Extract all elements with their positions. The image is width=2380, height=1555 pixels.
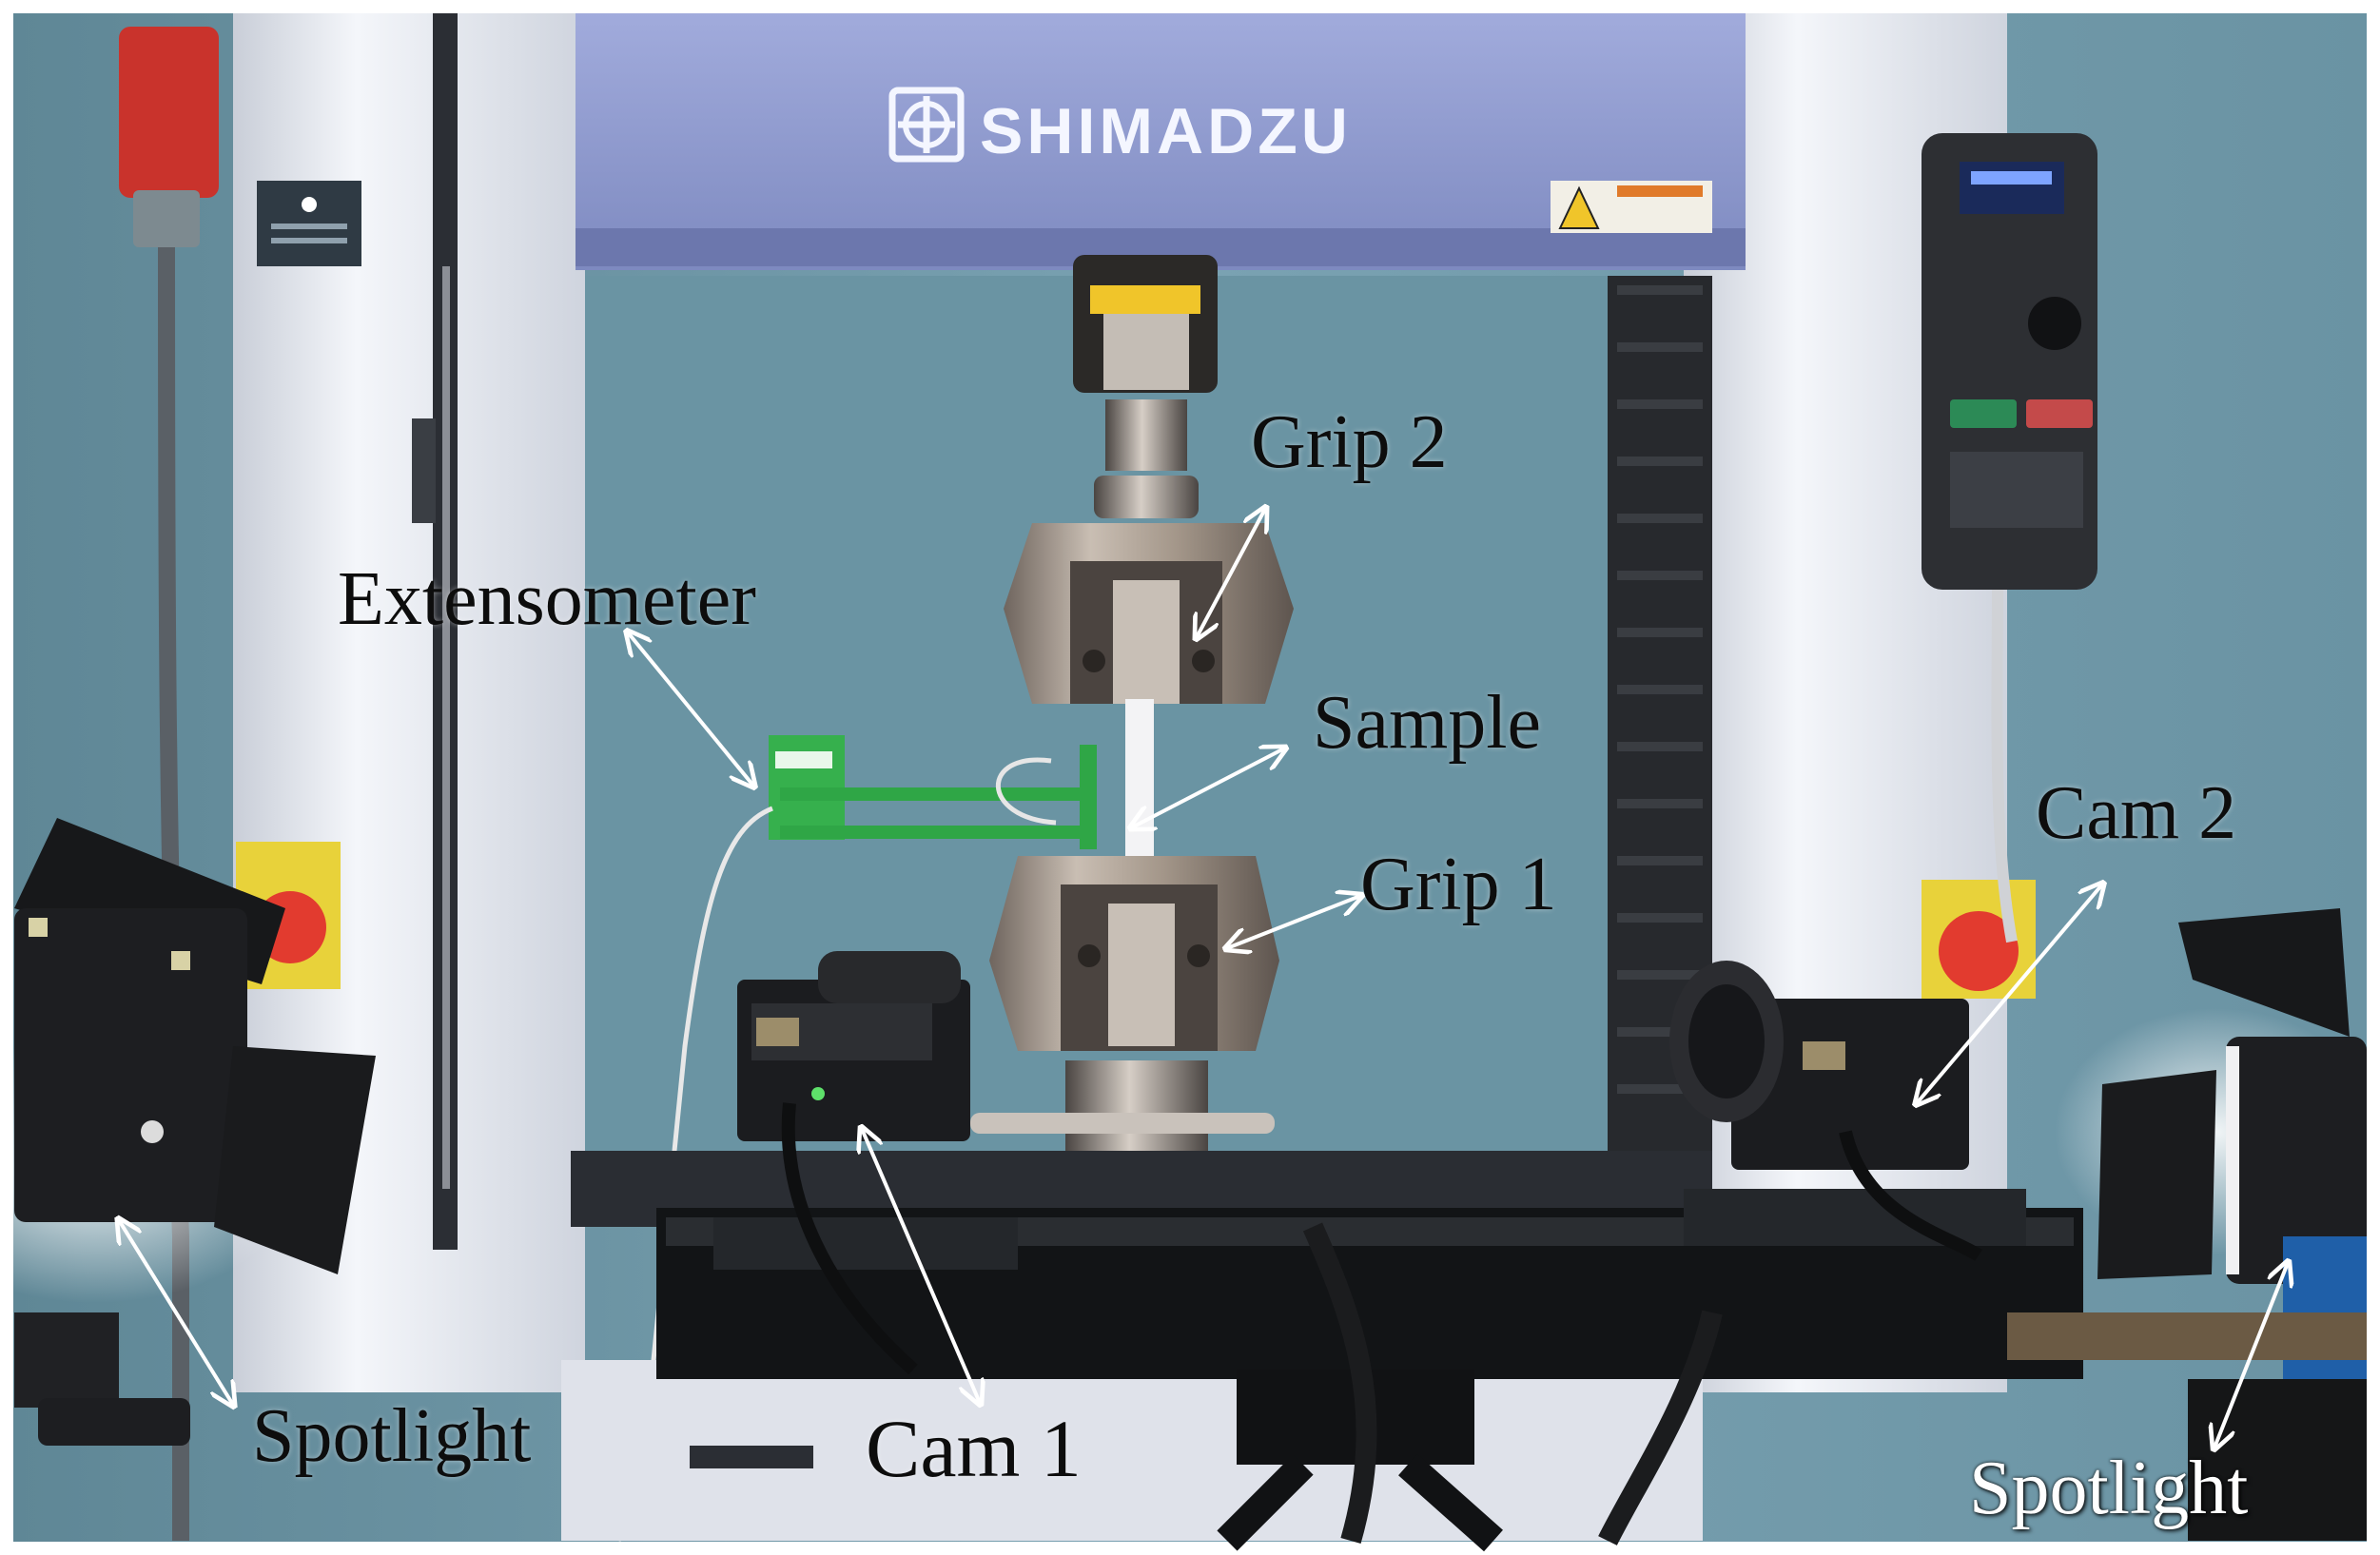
arrow-cam2 (1917, 884, 2102, 1103)
arrow-extensometer (628, 632, 753, 786)
label-cam2: Cam 2 (2036, 771, 2237, 855)
annotation-arrows (119, 509, 2288, 1448)
label-extensometer: Extensometer (338, 557, 756, 641)
arrow-cam1 (862, 1129, 980, 1403)
shimadzu-logo-text: SHIMADZU (980, 95, 1352, 167)
extensometer-device (615, 735, 1097, 1542)
label-grip2: Grip 2 (1251, 400, 1448, 484)
spotlight-right (2055, 908, 2378, 1541)
label-cam1: Cam 1 (866, 1403, 1082, 1494)
arrow-spotlight-left (119, 1220, 233, 1405)
power-socket (119, 27, 219, 198)
arrow-sample (1132, 748, 1284, 827)
label-sample: Sample (1313, 681, 1541, 765)
label-spotlight-left: Spotlight (252, 1394, 532, 1478)
arrow-grip2 (1197, 509, 1265, 637)
label-grip1: Grip 1 (1360, 843, 1557, 926)
spotlight-left (0, 818, 376, 1446)
camera-2 (1669, 961, 1982, 1261)
label-spotlight-right: Spotlight (1969, 1447, 2249, 1530)
arrow-spotlight-right (2214, 1263, 2288, 1448)
arrow-grip1 (1227, 896, 1360, 948)
